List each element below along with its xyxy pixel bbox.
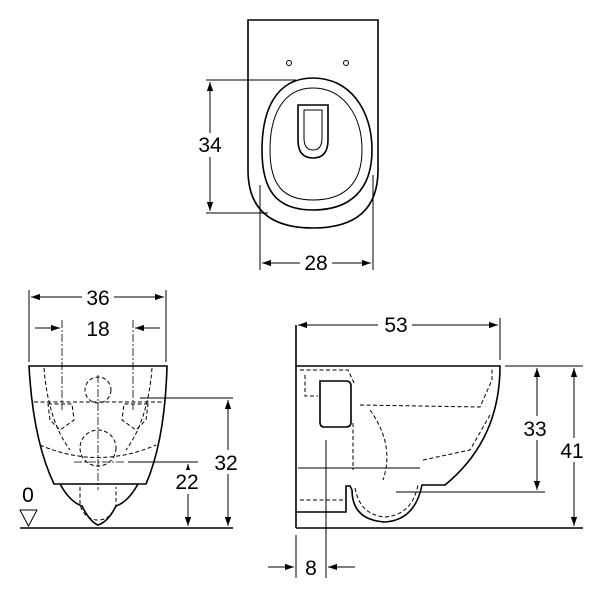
seat-ring-outer (261, 77, 373, 211)
fixing-hole (286, 60, 292, 66)
side-view: 53 33 41 8 (268, 312, 592, 580)
fixing-hole (343, 60, 349, 66)
side-outline (296, 365, 501, 523)
dim-18-label: 18 (86, 318, 109, 341)
dim-36-label: 36 (86, 287, 109, 310)
front-view: 36 18 32 22 0 (19, 285, 244, 529)
top-view: 34 28 (194, 19, 379, 275)
dim-53-label: 53 (384, 314, 407, 337)
dim-22-label: 22 (175, 471, 198, 494)
floor-level-icon (19, 509, 38, 528)
floor-level-label: 0 (22, 484, 34, 507)
top-outline (247, 19, 379, 229)
dim-8-label: 8 (305, 557, 317, 580)
dim-33-label: 33 (523, 418, 546, 441)
dim-34-label: 34 (198, 134, 222, 157)
dim-41-label: 41 (560, 440, 583, 463)
dim-28-label: 28 (304, 252, 327, 275)
seat-ring-inner (269, 87, 363, 201)
dim-32-label: 32 (214, 452, 237, 475)
bowl-outlet (297, 104, 329, 159)
front-outline (28, 365, 168, 485)
